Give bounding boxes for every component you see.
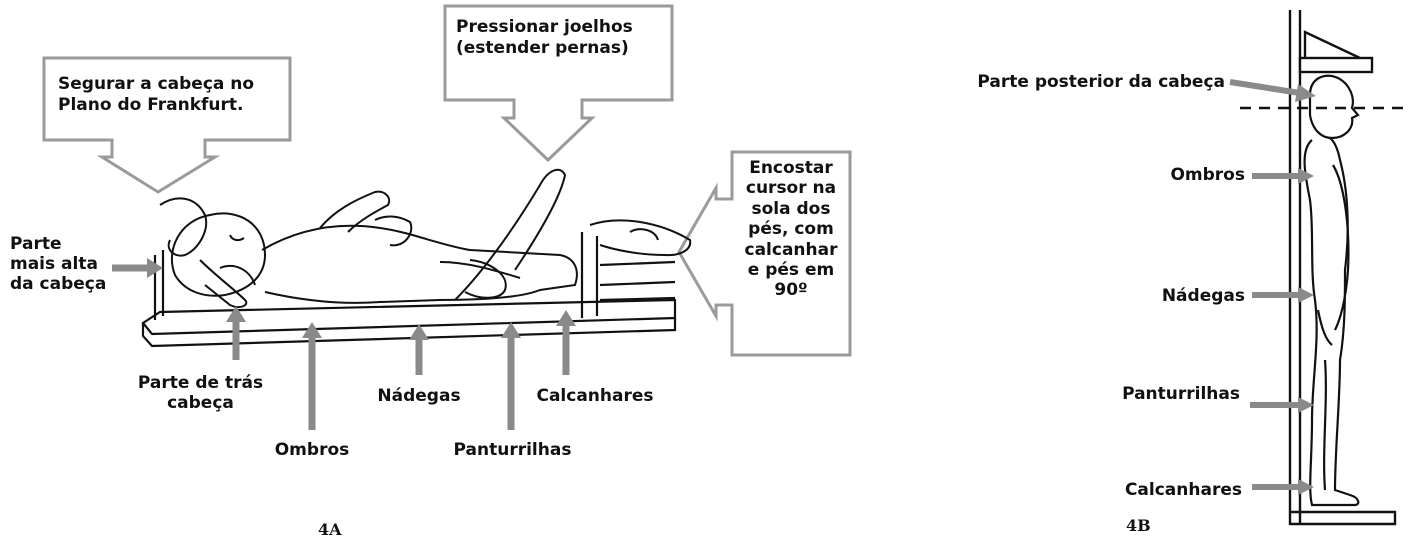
callout-feet-text: Encostar cursor na sola dos pés, com cal… xyxy=(736,158,846,301)
label-calves-4b: Panturrilhas xyxy=(1080,384,1240,404)
stadiometer xyxy=(1290,10,1395,525)
baby-illustration xyxy=(172,192,577,303)
label-shoulders-4a: Ombros xyxy=(252,440,372,460)
label-back-of-head-4b: Parte posterior da cabeça xyxy=(900,72,1225,92)
label-buttocks-4a: Nádegas xyxy=(360,386,478,406)
measuring-board xyxy=(143,232,675,346)
label-buttocks-4b: Nádegas xyxy=(1100,286,1245,306)
label-shoulders-4b: Ombros xyxy=(1100,165,1245,185)
caption-4a: 4A xyxy=(318,520,342,539)
label-heels-4a: Calcanhares xyxy=(520,386,670,406)
callout-knees-text: Pressionar joelhos (estender pernas) xyxy=(456,17,668,58)
label-calves-4a: Panturrilhas xyxy=(430,440,595,460)
label-back-of-head-4a: Parte de trás cabeça xyxy=(118,373,283,413)
standing-child xyxy=(1305,76,1359,505)
caption-4b: 4B xyxy=(1126,516,1151,535)
label-heels-4b: Calcanhares xyxy=(1080,480,1242,500)
label-top-of-head: Parte mais alta da cabeça xyxy=(10,234,110,294)
callout-head-text: Segurar a cabeça no Plano do Frankfurt. xyxy=(58,74,283,115)
